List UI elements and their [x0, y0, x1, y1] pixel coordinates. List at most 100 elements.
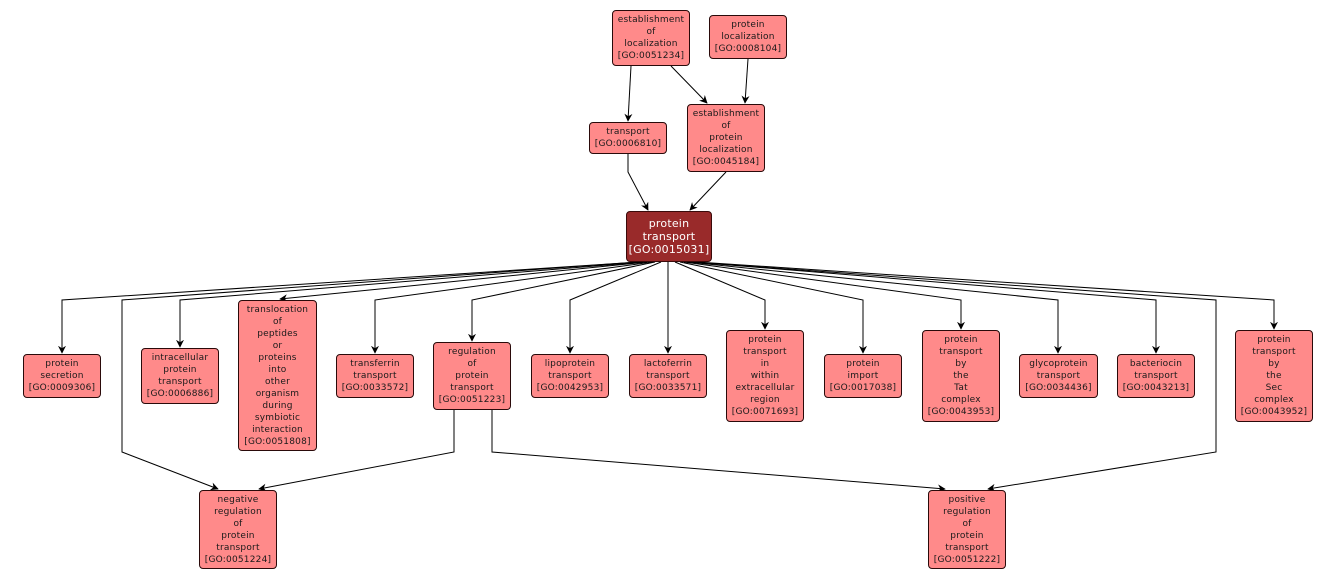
- edge-GO0015031-to-GO0051222: [690, 261, 1217, 492]
- node-go-id: [GO:0006886]: [146, 389, 214, 399]
- node-label-line: of: [272, 316, 283, 327]
- node-label-line: or: [272, 340, 283, 351]
- edge-GO0015031-to-GO0043953: [683, 261, 965, 330]
- node-go-id: [GO:0051224]: [204, 554, 272, 565]
- node-label-line: of: [646, 27, 656, 37]
- node-go-id: [GO:0015031]: [628, 243, 710, 256]
- node-label-line: glycoprotein: [1029, 359, 1088, 369]
- edge-GO0015031-to-GO0042953: [566, 261, 662, 354]
- node-transport[interactable]: transport [GO:0006810]: [589, 122, 667, 154]
- edge-GO0015031-to-GO0071693: [674, 261, 769, 330]
- node-label-line: positive: [948, 494, 986, 505]
- edge-GO0015031-to-GO0043952: [696, 261, 1278, 330]
- node-label-line: within: [750, 371, 780, 381]
- node-label-line: import: [847, 371, 879, 381]
- edge-GO0015031-to-GO0051808: [279, 261, 648, 303]
- node-glycoprotein-transport[interactable]: glycoprotein transport [GO:0034436]: [1019, 354, 1098, 398]
- node-go-id: [GO:0071693]: [731, 407, 799, 417]
- node-label-line: organism: [255, 388, 300, 399]
- node-label-line: protein: [1257, 335, 1291, 345]
- node-go-id: [GO:0006810]: [594, 139, 662, 149]
- node-go-id: [GO:0045184]: [692, 157, 760, 167]
- node-label-line: localization: [624, 39, 678, 49]
- node-label-line: transport: [606, 127, 650, 137]
- node-label-line: transport: [939, 347, 983, 357]
- node-label-line: during: [262, 400, 293, 411]
- node-label-line: complex: [941, 395, 981, 405]
- node-label-line: bacteriocin: [1129, 359, 1183, 369]
- node-go-id: [GO:0033571]: [634, 383, 702, 393]
- node-label-line: localization: [721, 32, 775, 42]
- node-go-id: [GO:0008104]: [714, 44, 782, 54]
- node-lipoprotein-transport[interactable]: lipoprotein transport [GO:0042953]: [531, 354, 609, 398]
- node-go-id: [GO:0034436]: [1025, 383, 1092, 393]
- node-label-line: protein: [221, 530, 255, 541]
- node-label-line: protein: [455, 371, 489, 381]
- node-label-line: the: [1266, 371, 1282, 381]
- node-label-line: protein: [709, 133, 743, 143]
- node-label-line: translocation: [246, 304, 309, 315]
- node-label-line: secretion: [40, 371, 84, 381]
- node-label-line: transport: [548, 371, 592, 381]
- edge-GO0015031-to-GO0051223: [468, 261, 656, 342]
- edge-GO0015031-to-GO0043213: [692, 261, 1160, 354]
- node-label-line: regulation: [448, 347, 496, 357]
- node-label-line: of: [233, 518, 243, 529]
- edge-GO0008104-to-GO0045184: [741, 58, 750, 104]
- node-label-line: protein: [45, 359, 79, 369]
- node-go-id: [GO:0017038]: [829, 383, 897, 393]
- node-label-line: negative: [217, 494, 259, 505]
- node-label-line: peptides: [257, 328, 298, 339]
- node-label-line: of: [962, 518, 972, 529]
- node-label-line: localization: [699, 145, 753, 155]
- node-label-line: by: [1268, 359, 1280, 369]
- node-label-line: transport: [743, 347, 787, 357]
- node-label-line: transport: [1252, 347, 1296, 357]
- edge-GO0051223-to-GO0051222: [491, 410, 946, 493]
- node-label-line: protein: [648, 217, 690, 230]
- node-label-line: Tat: [954, 383, 968, 393]
- node-label-line: regulation: [214, 506, 262, 517]
- node-label-line: transport: [646, 371, 690, 381]
- edge-GO0015031-to-GO0034436: [687, 261, 1062, 354]
- node-label-line: Sec: [1265, 383, 1283, 393]
- node-label-line: the: [953, 371, 969, 381]
- node-label-line: transport: [353, 371, 397, 381]
- node-label-line: protein: [748, 335, 782, 345]
- node-go-id: [GO:0042953]: [536, 383, 604, 393]
- edge-GO0015031-to-GO0051224: [121, 261, 638, 491]
- node-label-line: transport: [1036, 371, 1081, 381]
- node-go-id: [GO:0051222]: [933, 554, 1001, 565]
- node-label-line: interaction: [252, 424, 303, 435]
- node-label-line: protein: [731, 20, 765, 30]
- node-label-line: protein: [944, 335, 978, 345]
- node-label-line: transferrin: [350, 359, 400, 369]
- node-label-line: transport: [945, 542, 989, 553]
- node-protein-localization[interactable]: protein localization [GO:0008104]: [709, 15, 787, 59]
- edge-GO0051234-to-GO0006810: [624, 65, 633, 122]
- node-go-id: [GO:0043213]: [1122, 383, 1190, 393]
- node-label-line: lipoprotein: [544, 359, 596, 369]
- edge-GO0045184-to-GO0015031: [689, 171, 727, 211]
- node-go-id: [GO:0051223]: [438, 395, 506, 405]
- node-label-line: transport: [158, 377, 202, 387]
- node-label-line: transport: [450, 383, 494, 393]
- node-label-line: symbiotic: [254, 412, 301, 423]
